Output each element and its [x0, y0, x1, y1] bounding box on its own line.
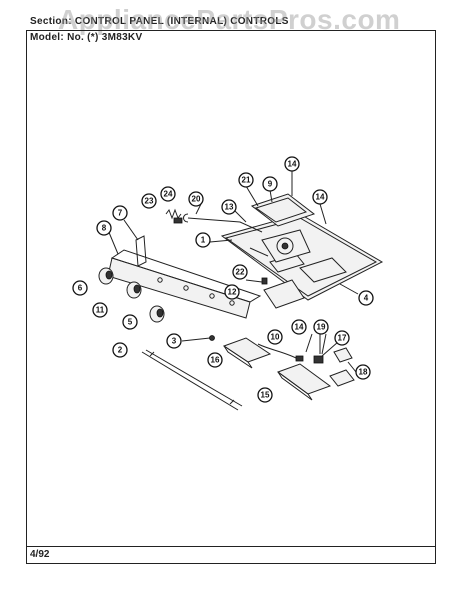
callout-14a: 14 [284, 156, 300, 172]
svg-text:8: 8 [102, 224, 107, 233]
revision-date: 4/92 [30, 549, 50, 560]
svg-text:7: 7 [118, 209, 123, 218]
callout-23: 23 [141, 193, 157, 209]
callout-5: 5 [122, 314, 138, 330]
svg-text:5: 5 [128, 318, 133, 327]
channel-bracket-lower [276, 363, 332, 401]
control-rod [183, 213, 263, 233]
diagram-frame [26, 30, 436, 564]
callout-8: 8 [96, 220, 112, 236]
svg-text:2: 2 [118, 346, 123, 355]
callout-4: 4 [358, 290, 374, 306]
svg-text:14: 14 [316, 193, 325, 202]
screw [181, 335, 215, 342]
svg-text:19: 19 [317, 323, 326, 332]
callout-17: 17 [334, 330, 350, 346]
svg-text:22: 22 [236, 268, 245, 277]
callout-11: 11 [92, 302, 108, 318]
mounting-plate [250, 193, 316, 227]
svg-text:10: 10 [271, 333, 280, 342]
callout-20: 20 [188, 191, 204, 207]
callout-14b: 14 [312, 189, 328, 205]
svg-text:24: 24 [164, 190, 173, 199]
footer-divider [26, 546, 436, 547]
channel-bracket-left [222, 337, 272, 369]
svg-text:23: 23 [145, 197, 154, 206]
svg-text:3: 3 [172, 337, 177, 346]
clock-timer-assembly [261, 229, 311, 263]
svg-text:18: 18 [359, 368, 368, 377]
switch-wiring [257, 334, 324, 364]
svg-text:14: 14 [288, 160, 297, 169]
panel-bracket [135, 235, 147, 267]
callout-7: 7 [112, 205, 128, 221]
svg-text:15: 15 [261, 391, 270, 400]
switch-bracket [261, 277, 305, 309]
callout-3: 3 [166, 333, 182, 349]
section-title: Section: CONTROL PANEL (INTERNAL) CONTRO… [30, 16, 289, 27]
control-knobs [98, 267, 165, 323]
leader-lines [107, 170, 359, 373]
callout-18: 18 [355, 364, 371, 380]
callout-19: 19 [313, 319, 329, 335]
long-support-rod [141, 349, 243, 411]
svg-text:16: 16 [211, 356, 220, 365]
small-brackets [329, 347, 355, 387]
callout-16: 16 [207, 352, 223, 368]
callout-12: 12 [224, 284, 240, 300]
svg-text:11: 11 [96, 306, 105, 315]
callout-9: 9 [262, 176, 278, 192]
callout-6: 6 [72, 280, 88, 296]
callout-22: 22 [232, 264, 248, 280]
callout-24: 24 [160, 186, 176, 202]
callout-15: 15 [257, 387, 273, 403]
callout-2: 2 [112, 342, 128, 358]
svg-text:20: 20 [192, 195, 201, 204]
svg-text:13: 13 [225, 203, 234, 212]
svg-text:12: 12 [228, 288, 237, 297]
diagram-header: Section: CONTROL PANEL (INTERNAL) CONTRO… [30, 14, 440, 54]
svg-text:6: 6 [78, 284, 83, 293]
callout-10: 10 [267, 329, 283, 345]
callout-1: 1 [195, 232, 211, 248]
svg-text:17: 17 [338, 334, 347, 343]
callout-14c: 14 [291, 319, 307, 335]
callout-13: 13 [221, 199, 237, 215]
svg-text:1: 1 [201, 236, 206, 245]
model-label: Model: No. (*) 3M83KV [30, 32, 143, 43]
svg-text:14: 14 [295, 323, 304, 332]
control-panel-plate [220, 213, 384, 301]
callout-21: 21 [238, 172, 254, 188]
svg-text:9: 9 [268, 180, 273, 189]
svg-text:21: 21 [242, 176, 251, 185]
spring-parts [165, 208, 183, 224]
svg-text:4: 4 [364, 294, 369, 303]
